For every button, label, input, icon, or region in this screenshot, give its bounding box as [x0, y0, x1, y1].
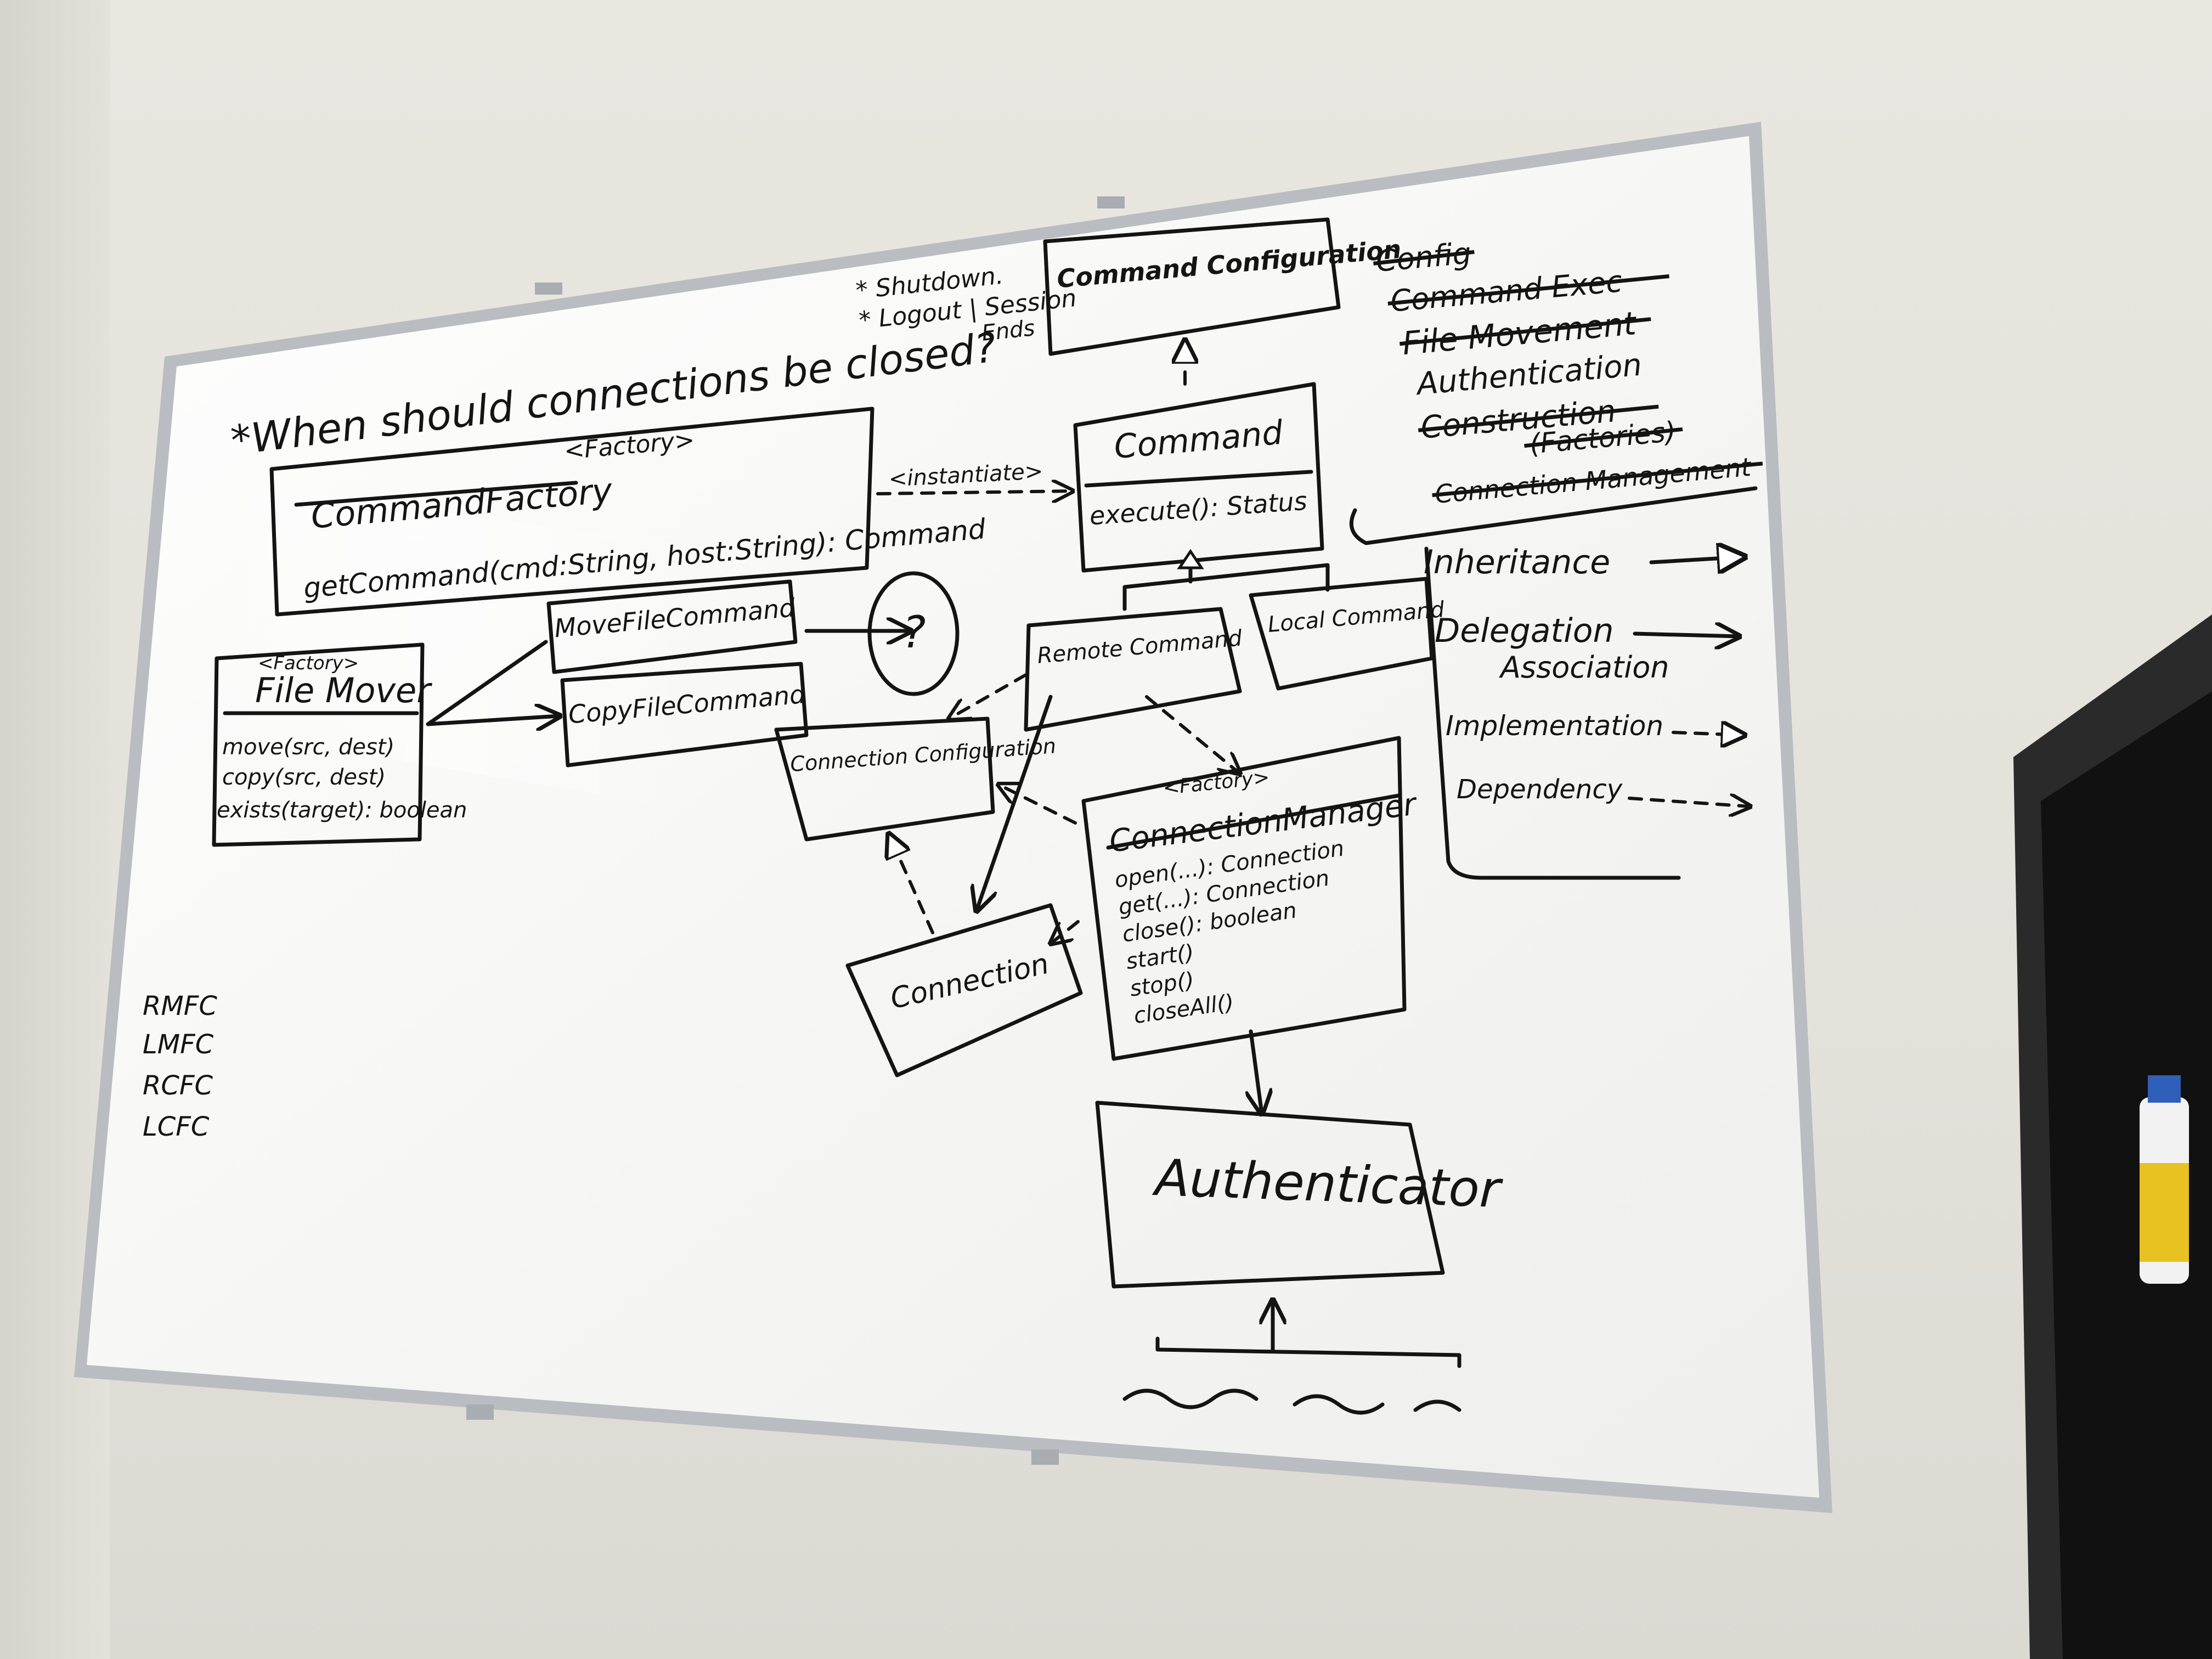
board-clip — [1097, 196, 1125, 208]
file-mover-method-exists: exists(target): boolean — [217, 798, 467, 823]
spray-bottle-label — [2140, 1163, 2189, 1262]
instantiate-arrow — [876, 491, 1073, 494]
wall-corner — [0, 0, 110, 1659]
connection-manager-box — [1081, 736, 1407, 1061]
unknown-circle — [867, 571, 960, 696]
strike-file-movement — [1400, 317, 1651, 346]
file-mover-label: File Mover — [255, 670, 432, 710]
command-factory-underline — [294, 481, 578, 507]
dependency-legend-arrow — [1628, 798, 1750, 806]
command-box — [1073, 382, 1324, 573]
connection-config-dependency — [889, 834, 934, 934]
command-factory-box — [269, 407, 874, 617]
remote-command-box — [1024, 607, 1242, 732]
manager-authenticator-arrow — [1251, 1029, 1262, 1114]
authenticator-box — [1095, 1101, 1445, 1289]
relation-implementation: Implementation — [1446, 710, 1663, 742]
strike-command-exec — [1387, 274, 1669, 306]
bookshelf-inner — [2041, 691, 2212, 1659]
connection-manager-divider — [1106, 793, 1401, 850]
relations-bracket — [1349, 486, 1758, 880]
note-ends: Ends — [980, 315, 1036, 346]
wavy-lines — [1122, 1389, 1462, 1415]
file-mover-method-copy: copy(src, dest) — [222, 765, 386, 790]
file-mover-method-move: move(src, dest) — [222, 735, 394, 760]
local-command-box — [1249, 577, 1434, 691]
command-configuration-box — [1043, 217, 1341, 356]
file-mover-delegation — [426, 640, 560, 724]
relation-inheritance: Inheritance — [1424, 543, 1610, 582]
manager-config-dependency — [998, 785, 1077, 825]
remote-connection-association — [977, 695, 1053, 911]
strike-config — [1373, 250, 1475, 266]
file-mover-box — [212, 642, 425, 847]
abbr-lcfc: LCFC — [143, 1111, 210, 1142]
relation-association: Association — [1499, 650, 1669, 685]
connection-configuration-box — [774, 716, 995, 842]
strike-construction — [1418, 404, 1659, 432]
relation-delegation: Delegation — [1435, 612, 1613, 650]
inheritance-legend-arrow — [1649, 557, 1745, 562]
strike-connection-management — [1432, 461, 1763, 498]
abbr-lmfc: LMFC — [143, 1029, 214, 1060]
manager-connection-dependency — [1051, 920, 1080, 944]
spray-bottle-cap — [2148, 1075, 2181, 1103]
delegation-legend-arrow — [1633, 634, 1739, 636]
board-clip — [1031, 1449, 1059, 1465]
authenticator-label: Authenticator — [1152, 1148, 1504, 1219]
connection-box — [845, 903, 1083, 1077]
abbr-rcfc: RCFC — [143, 1070, 213, 1101]
implementation-legend-arrow — [1672, 732, 1745, 735]
board-clip — [535, 283, 562, 295]
board-clip — [466, 1404, 494, 1420]
remote-config-dependency — [949, 673, 1028, 719]
relation-dependency: Dependency — [1457, 774, 1623, 805]
command-divider — [1084, 470, 1313, 488]
move-file-command-box — [546, 579, 798, 674]
strike-factories — [1524, 427, 1683, 448]
remote-manager-dependency — [1145, 695, 1240, 774]
abbr-rmfc: RMFC — [143, 991, 217, 1022]
authenticator-input-bracket — [1155, 1300, 1462, 1368]
file-mover-stereotype: <Factory> — [258, 652, 359, 674]
inheritance-triangle — [1177, 549, 1204, 569]
